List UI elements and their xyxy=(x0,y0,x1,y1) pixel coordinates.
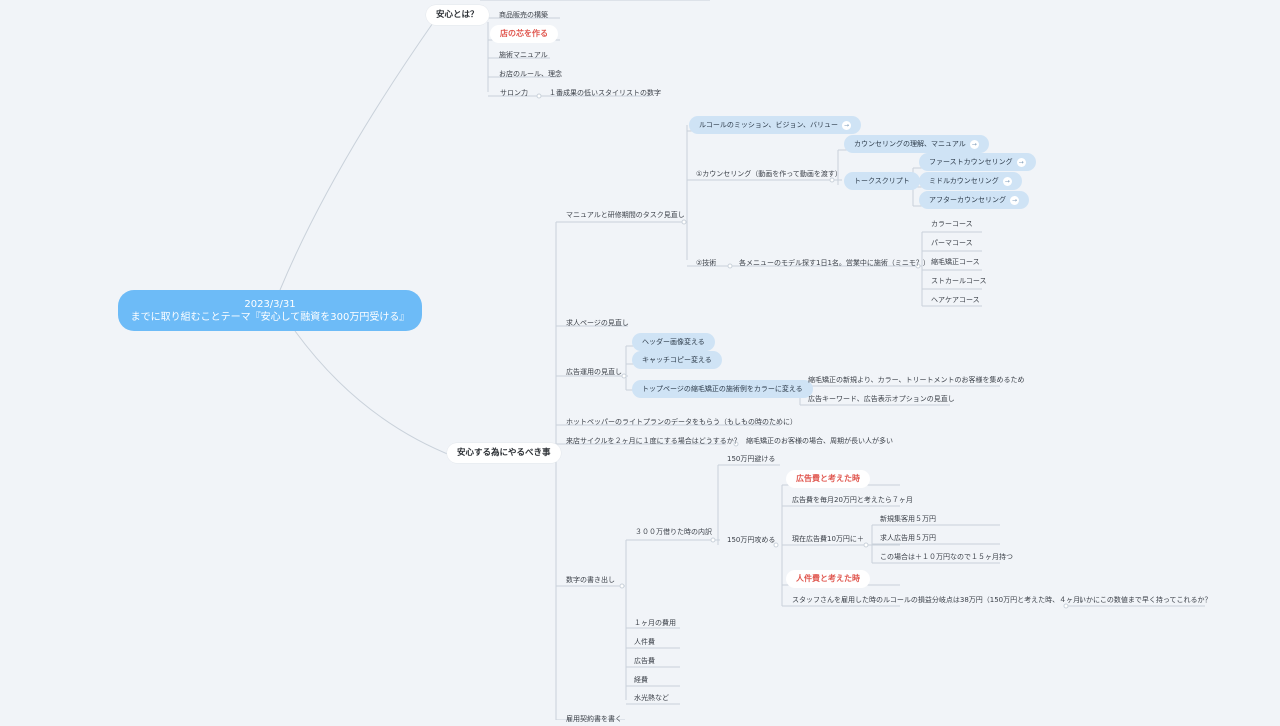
node-model[interactable]: 各メニューのモデル探す1日1名。営業中に施術（ミニモ？） xyxy=(739,259,930,267)
node-suuji[interactable]: 数字の書き出し xyxy=(566,576,615,584)
node-mise-rule[interactable]: お店のルール、理念 xyxy=(499,70,562,78)
node-nokosu[interactable]: 150万円避ける xyxy=(727,455,776,463)
arrow-right-icon[interactable]: → xyxy=(842,120,852,130)
node-perm[interactable]: パーマコース xyxy=(931,239,973,247)
node-talk[interactable]: トークスクリプト xyxy=(844,172,920,190)
node-keihi[interactable]: 経費 xyxy=(634,676,648,684)
connector-line xyxy=(294,330,456,458)
node-shukumo[interactable]: 縮毛矯正コース xyxy=(931,258,980,266)
node-raiten-ans[interactable]: 縮毛矯正のお客様の場合、周期が長い人が多い xyxy=(746,437,893,445)
node-jinkenhi[interactable]: 人件費 xyxy=(634,638,655,646)
node-ikkagetsu[interactable]: １ヶ月の費用 xyxy=(634,619,676,627)
node-jinkenhi-toki[interactable]: 人件費と考えた時 xyxy=(786,570,870,588)
node-shukumo-shiki[interactable]: 縮毛矯正の新規より、カラー、トリートメントのお客様を集めるため xyxy=(808,376,1025,384)
arrow-right-icon[interactable]: → xyxy=(1010,195,1019,205)
node-kyujin-kokoku[interactable]: 求人広告用５万円 xyxy=(880,534,936,542)
node-raiten[interactable]: 来店サイクルを２ヶ月に１度にする場合はどうするか？ xyxy=(566,437,741,445)
node-staff[interactable]: スタッフさんを雇用した時のルコールの損益分岐点は38万円（150万円と考えた時、… xyxy=(792,596,1088,604)
connector-dot xyxy=(733,441,739,447)
node-mission[interactable]: ルコールのミッション、ビジョン、バリュー→ xyxy=(689,116,862,134)
node-counseling-rikai-label: カウンセリングの理解、マニュアル xyxy=(854,140,966,148)
arrow-right-icon[interactable]: → xyxy=(969,139,979,149)
connector-dot xyxy=(915,263,921,269)
node-toppage[interactable]: トップページの縮毛矯正の施術例をカラーに変える xyxy=(632,380,813,398)
node-after[interactable]: アフターカウンセリング → xyxy=(919,191,1029,209)
connector-dot xyxy=(829,177,835,183)
node-kokokuhi[interactable]: 広告費 xyxy=(634,657,655,665)
connector-dot xyxy=(727,263,733,269)
connector-dot xyxy=(773,542,779,548)
node-gijutsu[interactable]: ②技術 xyxy=(696,259,717,267)
node-middle-label: ミドルカウンセリング xyxy=(929,177,999,185)
node-hotpepper[interactable]: ホットペッパーのライトプランのデータをもらう（もしもの時のために） xyxy=(566,418,797,426)
node-middle[interactable]: ミドルカウンセリング→ xyxy=(919,172,1022,190)
node-counseling[interactable]: ①カウンセリング（動画を作って動画を渡す） xyxy=(696,170,842,178)
arrow-right-icon[interactable]: → xyxy=(1002,176,1012,186)
node-genzai[interactable]: 現在広告費10万円に＋ xyxy=(792,535,864,543)
node-yaru[interactable]: 安心する為にやるべき事 xyxy=(447,443,561,463)
root-title: までに取り組むことテーマ『安心して融資を300万円受ける』 xyxy=(130,311,410,323)
connector-dot xyxy=(681,219,687,225)
node-straight[interactable]: ストカールコース xyxy=(931,277,987,285)
node-catch[interactable]: キャッチコピー変える xyxy=(632,351,722,369)
node-kokokuhi-toki[interactable]: 広告費と考えた時 xyxy=(786,470,870,488)
node-after-label: アフターカウンセリング xyxy=(929,196,1006,204)
node-seika[interactable]: １番成果の低いスタイリストの数字 xyxy=(549,89,661,97)
arrow-right-icon[interactable]: → xyxy=(1016,157,1026,167)
node-suiko[interactable]: 水光熱など xyxy=(634,694,669,702)
node-ikani[interactable]: いかにこの数値まで早く持ってこれるか？ xyxy=(1079,596,1212,604)
node-koyou[interactable]: 雇用契約書を書く xyxy=(566,715,622,723)
connector-line xyxy=(279,19,436,291)
node-header[interactable]: ヘッダー画像変える xyxy=(632,333,715,351)
node-manual-task[interactable]: マニュアルと研修期間のタスク見直し xyxy=(566,211,685,219)
connector-dot xyxy=(863,542,869,548)
node-semeru[interactable]: 150万円攻める xyxy=(727,536,776,544)
connector-dot xyxy=(1063,603,1069,609)
node-first-label: ファーストカウンセリング xyxy=(929,158,1013,166)
connector-dot xyxy=(621,373,627,379)
connector-dot xyxy=(536,93,542,99)
node-kyujin[interactable]: 求人ページの見直し xyxy=(566,319,629,327)
node-kokokuhi-20[interactable]: 広告費を毎月20万円と考えたら７ヶ月 xyxy=(792,496,913,504)
node-counseling-rikai[interactable]: カウンセリングの理解、マニュアル→ xyxy=(844,135,989,153)
node-uchiwake[interactable]: ３００万借りた時の内訳 xyxy=(635,528,712,536)
node-kono-baai[interactable]: この場合は＋１０万円なので１５ヶ月持つ xyxy=(880,553,1013,561)
connector-dot xyxy=(619,583,625,589)
node-salon[interactable]: サロン力 xyxy=(500,89,528,97)
node-keyword[interactable]: 広告キーワード、広告表示オプションの見直し xyxy=(808,395,955,403)
root-date: 2023/3/31 xyxy=(244,298,296,310)
node-haircare[interactable]: ヘアケアコース xyxy=(931,296,980,304)
node-kokoku[interactable]: 広告運用の見直し xyxy=(566,368,622,376)
node-anshin[interactable]: 安心とは？ xyxy=(426,5,489,25)
node-shijutsu-manual[interactable]: 施術マニュアル xyxy=(499,51,548,59)
node-mise-shin[interactable]: 店の芯を作る xyxy=(490,25,558,43)
root-node[interactable]: 2023/3/31 までに取り組むことテーマ『安心して融資を300万円受ける』 xyxy=(118,290,422,331)
node-shinki[interactable]: 新規集客用５万円 xyxy=(880,515,936,523)
node-color[interactable]: カラーコース xyxy=(931,220,973,228)
node-mission-label: ルコールのミッション、ビジョン、バリュー xyxy=(699,121,839,129)
node-first[interactable]: ファーストカウンセリング→ xyxy=(919,153,1036,171)
connector-dot xyxy=(710,537,716,543)
node-shohin[interactable]: 商品販売の構築 xyxy=(499,11,548,19)
